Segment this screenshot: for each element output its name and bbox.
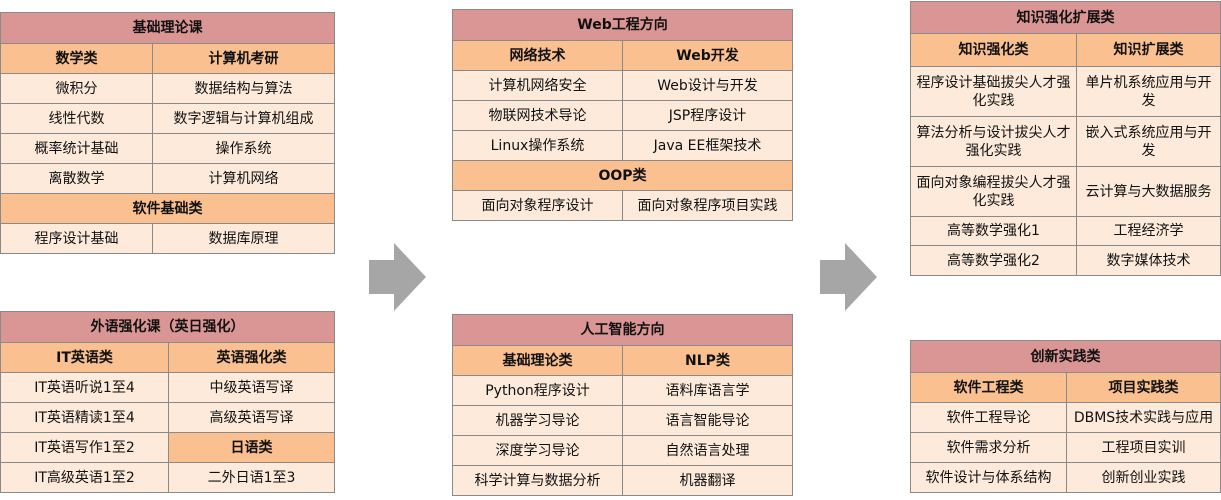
table-cell: 物联网技术导论	[452, 100, 623, 131]
table-title: 基础理论课	[0, 12, 335, 44]
table-cell: Java EE框架技术	[622, 130, 793, 161]
table-cell: 工程项目实训	[1066, 432, 1221, 463]
table-cell: 自然语言处理	[622, 435, 793, 466]
table-cell: 计算机网络	[152, 163, 335, 194]
table-cell: 程序设计基础	[0, 223, 153, 254]
table-cell: 二外日语1至3	[168, 462, 335, 493]
table-title: 创新实践类	[910, 340, 1221, 373]
table-cell: 面向对象编程拔尖人才强化实践	[910, 166, 1077, 217]
table-cell: 深度学习导论	[452, 435, 623, 466]
table-cell: 计算机网络安全	[452, 70, 623, 101]
table-cell: 面向对象程序设计	[452, 190, 623, 221]
table-cell: JSP程序设计	[622, 100, 793, 131]
table-cell: 数字逻辑与计算机组成	[152, 103, 335, 134]
column-header: IT英语类	[0, 342, 169, 373]
table-cell: 数据结构与算法	[152, 73, 335, 104]
column-header: NLP类	[622, 345, 793, 376]
table-cell: 机器学习导论	[452, 405, 623, 436]
table-cell: 工程经济学	[1076, 216, 1221, 246]
table-title: Web工程方向	[452, 9, 793, 41]
table-cell: 单片机系统应用与开发	[1076, 66, 1221, 117]
table-title: 外语强化课（英日强化）	[0, 311, 335, 343]
table-cell: Python程序设计	[452, 375, 623, 406]
column-header: 计算机考研	[152, 43, 335, 74]
column-header: 基础理论类	[452, 345, 623, 376]
table-cell: IT高级英语1至2	[0, 462, 169, 493]
column-header: 项目实践类	[1066, 372, 1221, 403]
table-cell: 算法分析与设计拔尖人才强化实践	[910, 116, 1077, 167]
table-cell: IT英语听说1至4	[0, 372, 169, 403]
column-header: 网络技术	[452, 40, 623, 71]
table-cell: 中级英语写译	[168, 372, 335, 403]
table-cell: 软件工程导论	[910, 402, 1067, 433]
table-cell: Linux操作系统	[452, 130, 623, 161]
table-cell: 科学计算与数据分析	[452, 465, 623, 496]
table-cell: 高等数学强化1	[910, 216, 1077, 246]
table-cell: 高等数学强化2	[910, 245, 1077, 276]
table-cell: 面向对象程序项目实践	[622, 190, 793, 221]
table-cell: 数据库原理	[152, 223, 335, 254]
table-cell: 程序设计基础拔尖人才强化实践	[910, 66, 1077, 117]
section-header: OOP类	[452, 160, 793, 191]
column-header: 软件工程类	[910, 372, 1067, 403]
table-cell: 线性代数	[0, 103, 153, 134]
column-header: 数学类	[0, 43, 153, 74]
table-cell: 操作系统	[152, 133, 335, 164]
table-cell: 概率统计基础	[0, 133, 153, 164]
table-cell: 软件需求分析	[910, 432, 1067, 463]
table-cell: 数字媒体技术	[1076, 245, 1221, 276]
column-header: Web开发	[622, 40, 793, 71]
table-cell: IT英语精读1至4	[0, 402, 169, 433]
table-cell: 机器翻译	[622, 465, 793, 496]
knowledge-extension-table: 知识强化扩展类 知识强化类知识扩展类 程序设计基础拔尖人才强化实践单片机系统应用…	[910, 1, 1221, 276]
table-cell: 软件设计与体系结构	[910, 462, 1067, 493]
table-cell: 创新创业实践	[1066, 462, 1221, 493]
table-title: 人工智能方向	[452, 314, 793, 346]
table-cell: 微积分	[0, 73, 153, 104]
right-arrow-icon	[369, 243, 426, 311]
table-cell: DBMS技术实践与应用	[1066, 402, 1221, 433]
table-cell: 嵌入式系统应用与开发	[1076, 116, 1221, 167]
column-header: 知识扩展类	[1076, 33, 1221, 67]
section-header: 软件基础类	[0, 193, 335, 224]
column-header: 知识强化类	[910, 33, 1077, 67]
table-cell: 语言智能导论	[622, 405, 793, 436]
table-cell: 云计算与大数据服务	[1076, 166, 1221, 217]
column-header: 英语强化类	[168, 342, 335, 373]
table-cell: IT英语写作1至2	[0, 432, 169, 463]
table-title: 知识强化扩展类	[910, 1, 1221, 34]
column-header: 日语类	[168, 432, 335, 463]
table-cell: 高级英语写译	[168, 402, 335, 433]
right-arrow-icon	[820, 243, 877, 311]
table-cell: Web设计与开发	[622, 70, 793, 101]
basic-theory-table: 基础理论课 数学类计算机考研 微积分数据结构与算法 线性代数数字逻辑与计算机组成…	[0, 12, 335, 254]
table-cell: 语料库语言学	[622, 375, 793, 406]
table-cell: 离散数学	[0, 163, 153, 194]
